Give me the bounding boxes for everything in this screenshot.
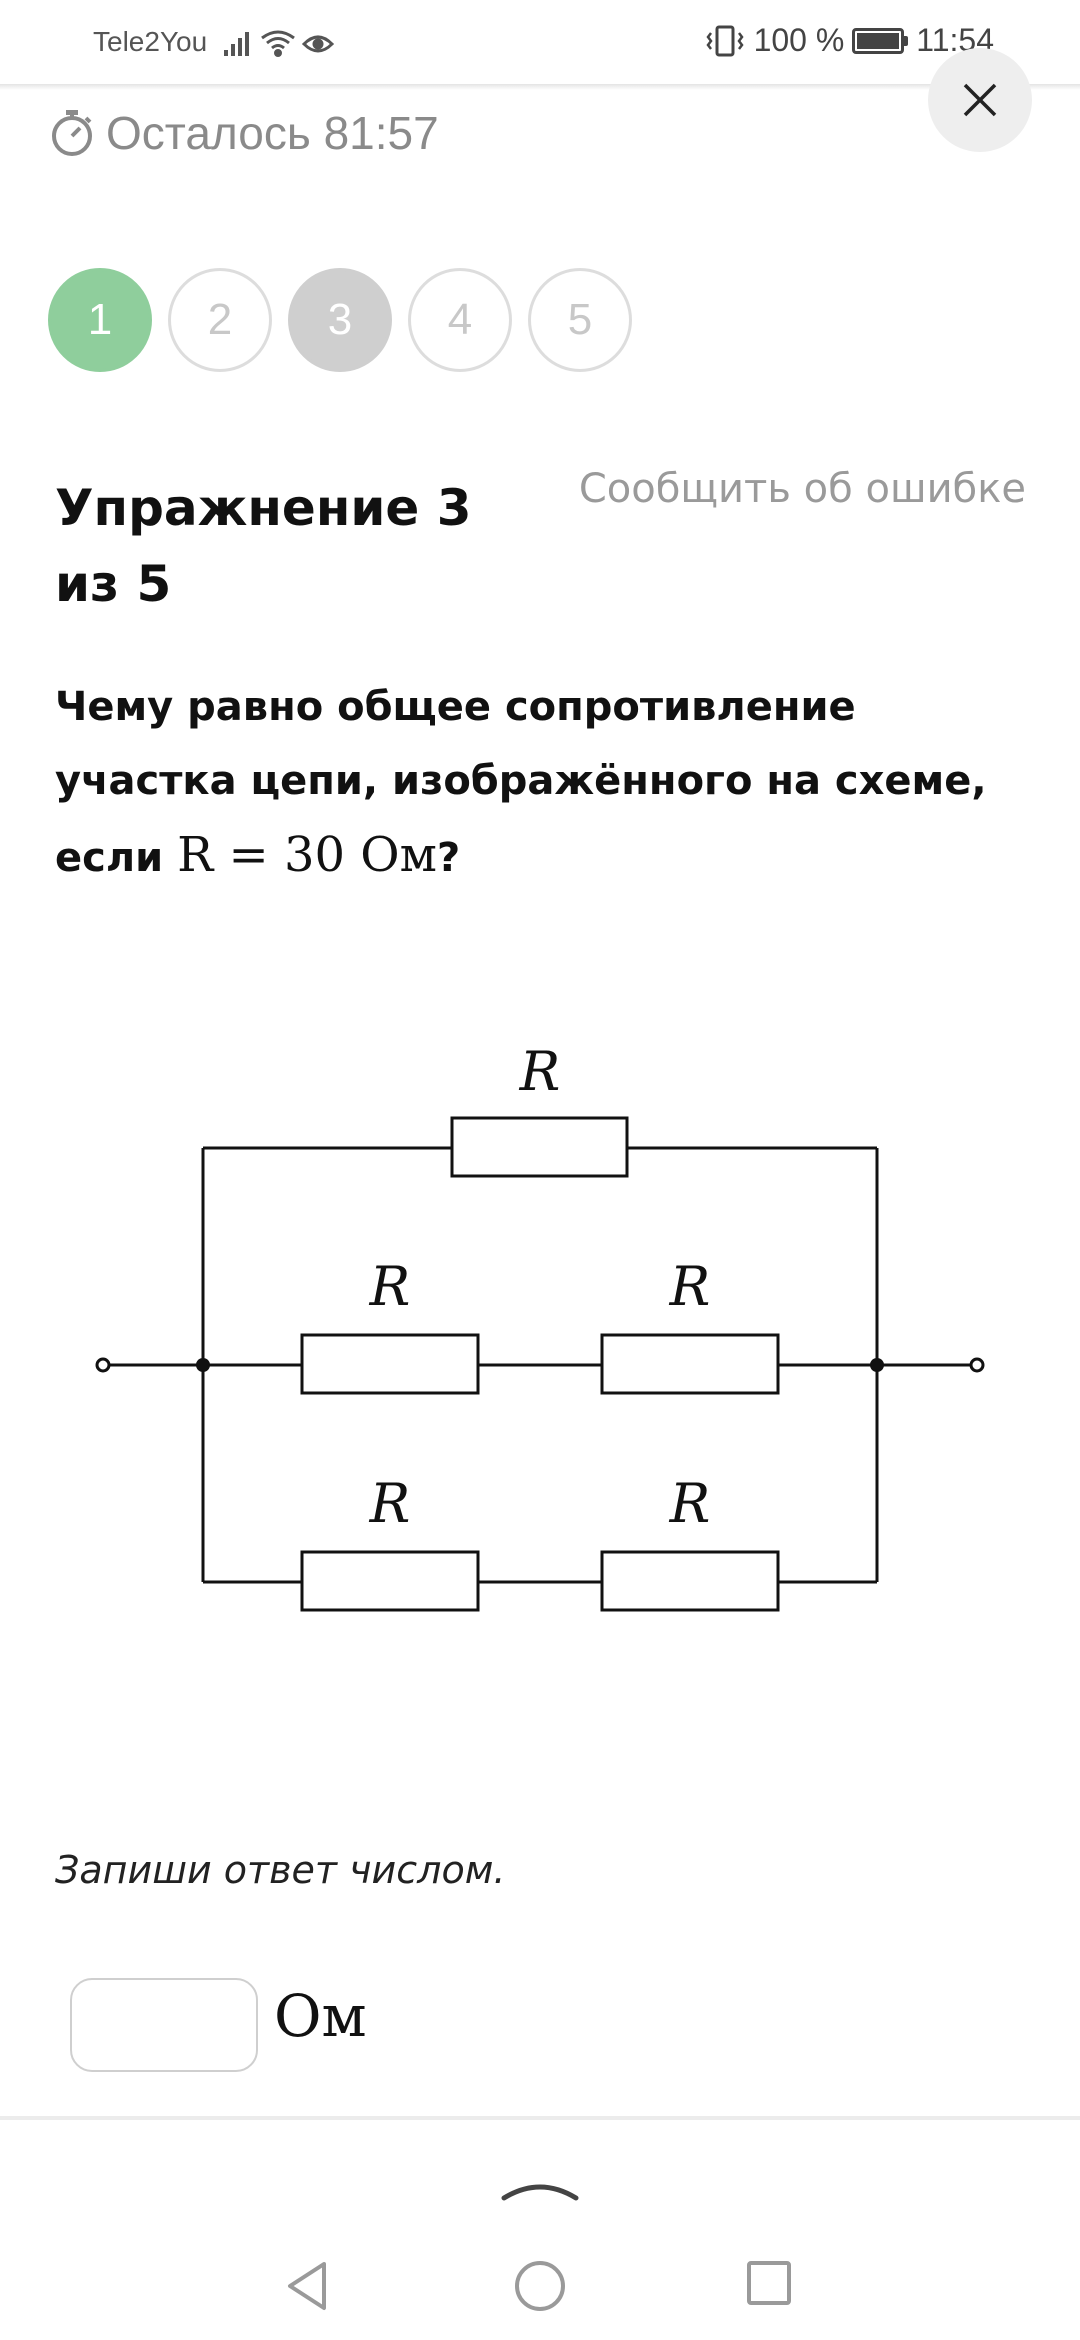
label-resistor-bottom-2: R <box>669 1472 711 1535</box>
wifi-icon <box>261 30 295 57</box>
terminal-right <box>969 1357 985 1373</box>
resistor-middle-1 <box>300 1333 480 1395</box>
signal-icon <box>224 32 249 56</box>
timer: Осталось 81:57 <box>48 106 439 160</box>
answer-unit: Ом <box>274 1982 367 2050</box>
question-body: Чему равно общее сопротивление участка ц… <box>55 684 987 881</box>
terminal-left <box>95 1357 111 1373</box>
carrier-name: Tele2You <box>93 26 208 57</box>
question-suffix: ? <box>437 835 461 881</box>
status-bar: Tele2You <box>0 0 1080 88</box>
step-3[interactable]: 3 <box>288 268 392 372</box>
step-5[interactable]: 5 <box>528 268 632 372</box>
swipe-up-handle-icon[interactable] <box>500 2178 580 2204</box>
question-text: Чему равно общее сопротивление участка ц… <box>55 670 1035 895</box>
label-resistor-top: R <box>519 1040 561 1103</box>
step-1[interactable]: 1 <box>48 268 152 372</box>
signal-wifi-eye-icons <box>222 24 352 65</box>
step-2[interactable]: 2 <box>168 268 272 372</box>
step-4[interactable]: 4 <box>408 268 512 372</box>
junction-left <box>196 1358 210 1372</box>
timer-text: Осталось 81:57 <box>106 107 439 159</box>
home-icon[interactable] <box>512 2258 568 2314</box>
close-button[interactable] <box>928 48 1032 152</box>
header-shadow <box>0 84 1080 90</box>
battery-icon <box>852 27 909 54</box>
stopwatch-icon <box>52 110 92 156</box>
answer-instruction: Запиши ответ числом. <box>55 1848 506 1892</box>
label-resistor-bottom-1: R <box>369 1472 411 1535</box>
circuit-diagram: R R R R R <box>95 1040 985 1612</box>
answer-input[interactable] <box>70 1978 258 2072</box>
label-resistor-middle-2: R <box>669 1255 711 1318</box>
resistor-bottom-2 <box>600 1550 780 1612</box>
resistor-middle-2 <box>600 1333 780 1395</box>
junction-right <box>870 1358 884 1372</box>
close-icon <box>963 83 997 117</box>
exercise-steps: 1 2 3 4 5 <box>48 268 632 372</box>
resistor-top <box>450 1116 629 1178</box>
report-error-link[interactable]: Сообщить об ошибке <box>578 466 1026 512</box>
question-math: R = 30 Ом <box>177 827 437 883</box>
eye-icon <box>301 35 335 53</box>
system-nav-bar <box>0 2120 1080 2340</box>
resistor-bottom-1 <box>300 1550 480 1612</box>
nav-divider <box>0 2116 1080 2120</box>
status-right: 100 % 11:54 <box>704 22 994 59</box>
recent-apps-icon[interactable] <box>744 2258 794 2308</box>
battery-percent: 100 % <box>753 22 845 58</box>
vibrate-icon <box>706 25 744 56</box>
label-resistor-middle-1: R <box>369 1255 411 1318</box>
exercise-title: Упражнение 3 из 5 <box>55 479 472 613</box>
back-icon[interactable] <box>282 2258 332 2314</box>
